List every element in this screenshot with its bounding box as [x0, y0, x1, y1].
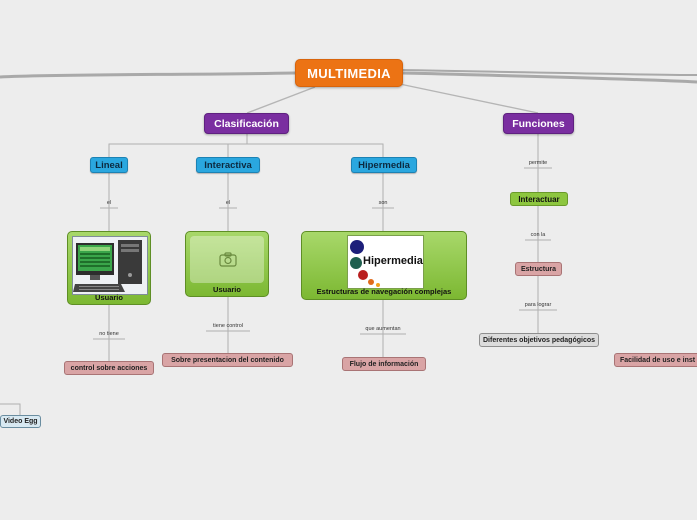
presentacion-node[interactable]: Sobre presentacion del contenido — [162, 353, 293, 367]
connector-label: no tiene — [99, 331, 119, 337]
usuario-interactiva-card[interactable]: Usuario — [185, 231, 269, 297]
card-caption: Usuario — [213, 285, 241, 294]
root-node[interactable]: MULTIMEDIA — [295, 59, 403, 87]
connector-label: con la — [530, 232, 546, 238]
connector-label: el — [106, 200, 112, 206]
lineal-node[interactable]: Lineal — [90, 157, 128, 173]
funciones-node[interactable]: Funciones — [503, 113, 574, 134]
flujo-node[interactable]: Flujo de información — [342, 357, 426, 371]
connector-label: permite — [528, 160, 548, 166]
control-node[interactable]: control sobre acciones — [64, 361, 154, 375]
connector-label: para lograr — [524, 302, 552, 308]
facilidad-node[interactable]: Facilidad de uso e inst — [614, 353, 697, 367]
image-placeholder — [190, 236, 264, 283]
interactiva-node[interactable]: Interactiva — [196, 157, 260, 173]
objetivos-node[interactable]: Diferentes objetivos pedagógicos — [479, 333, 599, 347]
hipermedia-logo: Hipermedia — [347, 235, 424, 289]
usuario-lineal-card[interactable]: Usuario — [67, 231, 151, 305]
connector-label: el — [225, 200, 231, 206]
estructura-node[interactable]: Estructura — [515, 262, 562, 276]
hipermedia-card[interactable]: Hipermedia Estructuras de navegación com… — [301, 231, 467, 300]
computer-icon — [72, 236, 148, 295]
clasificacion-node[interactable]: Clasificación — [204, 113, 289, 134]
video-egg-node[interactable]: Video Egg — [0, 415, 41, 428]
hipermedia-node[interactable]: Hipermedia — [351, 157, 417, 173]
camera-icon — [219, 252, 237, 267]
connector-label: son — [378, 200, 388, 206]
card-caption: Estructuras de navegación complejas — [316, 287, 452, 296]
interactuar-node[interactable]: Interactuar — [510, 192, 568, 206]
hipermedia-logo-text: Hipermedia — [363, 255, 423, 267]
connector-label: tiene control — [213, 323, 243, 329]
connector-label: que aumentan — [365, 326, 401, 332]
card-caption: Usuario — [95, 293, 123, 302]
